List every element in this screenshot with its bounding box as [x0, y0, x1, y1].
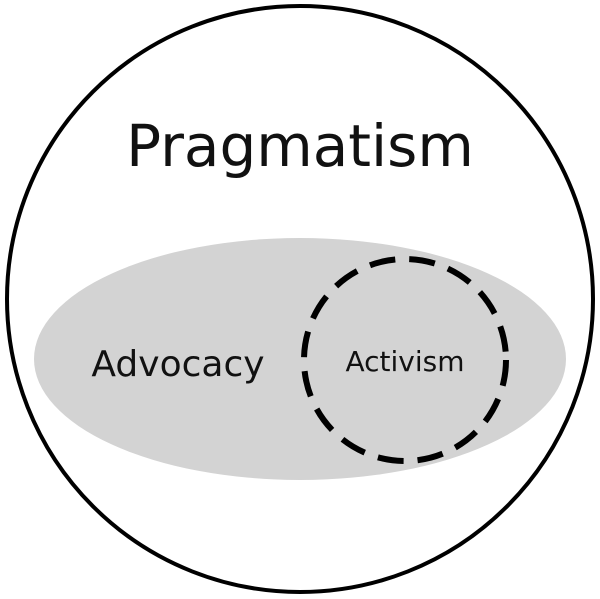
- pragmatism-label: Pragmatism: [126, 112, 474, 180]
- advocacy-label: Advocacy: [91, 344, 264, 385]
- advocacy-ellipse: [34, 238, 566, 480]
- activism-dashed-circle: [301, 256, 509, 464]
- activism-label: Activism: [345, 345, 464, 378]
